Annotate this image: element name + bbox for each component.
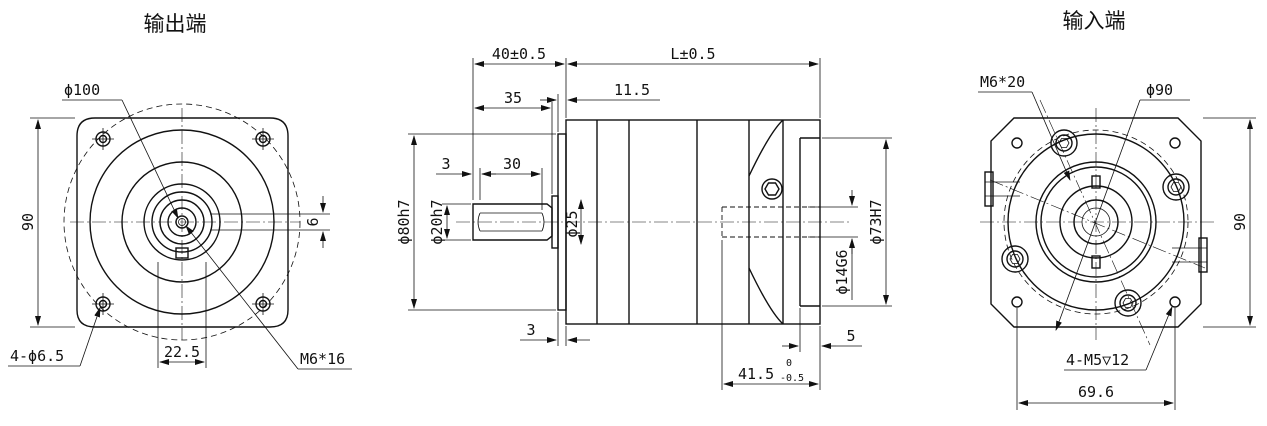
side-flange-thk-label: 11.5 (614, 81, 650, 99)
side-key-len-label: 30 (503, 155, 521, 173)
input-access-holes (1001, 129, 1190, 317)
side-input-len-tol-lower: -0.5 (780, 373, 804, 384)
side-input-pilot-label: ϕ73H7 (867, 199, 885, 244)
side-clamp-bolt (761, 178, 783, 200)
side-input-len-tol-upper: 0 (786, 358, 792, 369)
side-flange-len-label: 40±0.5 (492, 45, 546, 63)
side-shaft-len-label: 35 (504, 89, 522, 107)
output-mount-holes (92, 128, 274, 315)
title-input-end: 输入端 (1063, 9, 1126, 33)
input-holes-label: 4-M5▽12 (1066, 351, 1129, 369)
output-key-offset-label: 22.5 (164, 343, 200, 361)
input-hole-spacing-label: 69.6 (1078, 383, 1114, 401)
side-input-bore-label: ϕ14G6 (833, 249, 851, 294)
input-flange-outline (990, 117, 1202, 328)
input-pcd-label: ϕ90 (1146, 81, 1173, 99)
output-flange-outline (76, 117, 289, 328)
side-hub-dia-label: ϕ25 (563, 210, 581, 237)
output-center-thread-label: M6*16 (300, 350, 345, 368)
side-bottom-gap-label: 3 (526, 321, 535, 339)
side-shaft-dia-label: ϕ20h7 (428, 199, 446, 244)
title-output-end: 输出端 (144, 12, 207, 36)
input-side-boss-left (984, 171, 994, 207)
side-shaft-step-label: 3 (441, 155, 450, 173)
output-mount-holes-label: 4-ϕ6.5 (10, 347, 64, 365)
input-end-view: M6*20 ϕ90 90 4-M5▽12 69.6 (978, 73, 1256, 410)
output-end-view: ϕ100 90 6 4-ϕ6.5 22.5 M6*16 (8, 81, 352, 370)
input-top-thread-label: M6*20 (980, 73, 1025, 91)
output-height-label: 90 (19, 213, 37, 231)
input-side-boss-right (1198, 237, 1208, 273)
input-corner-holes (1011, 137, 1181, 308)
output-key-width-label: 6 (304, 217, 322, 226)
output-pcd-label: ϕ100 (64, 81, 100, 99)
side-input-step-label: 5 (846, 327, 855, 345)
side-input-len-label: 41.5 (738, 365, 774, 383)
side-body-len-label: L±0.5 (670, 45, 715, 63)
side-view: 40±0.5 L±0.5 35 11.5 3 30 ϕ80h7 ϕ20 (395, 45, 892, 390)
input-height-label: 90 (1231, 213, 1249, 231)
side-pilot-dia-label: ϕ80h7 (395, 199, 413, 244)
